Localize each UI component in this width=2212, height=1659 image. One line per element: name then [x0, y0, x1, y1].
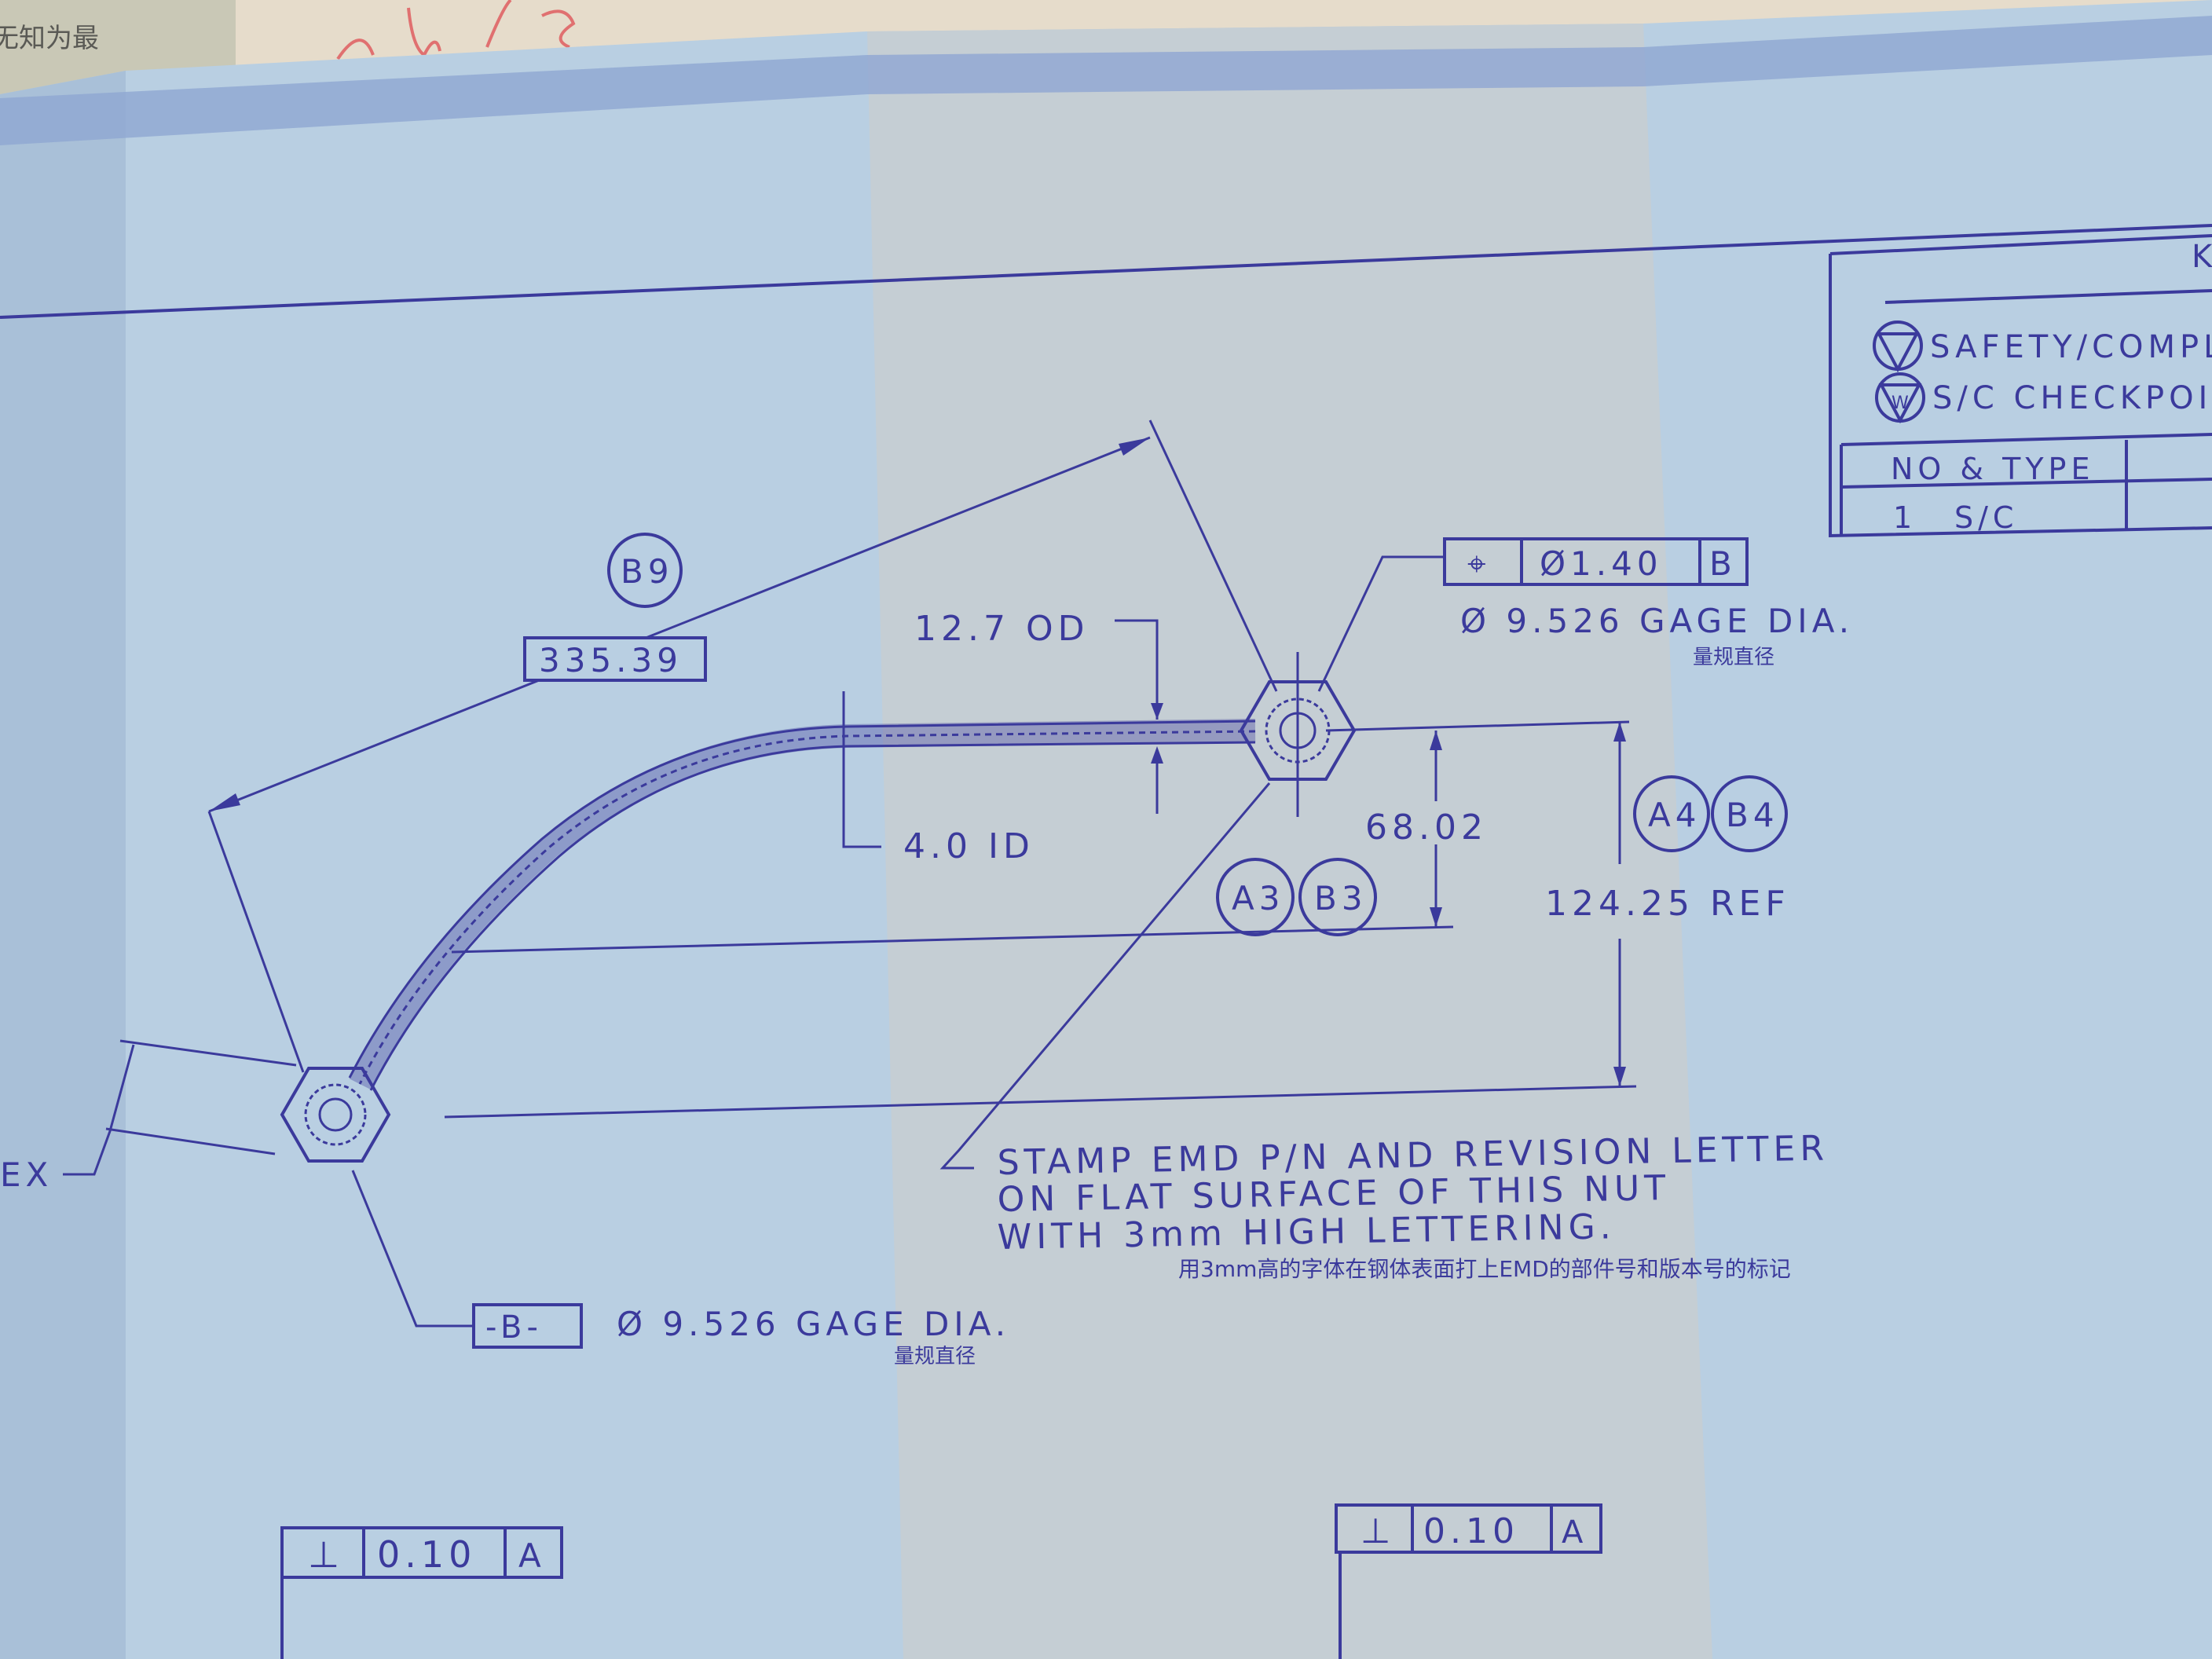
balloon-a3: A3: [1216, 858, 1295, 936]
svg-text:B4: B4: [1726, 796, 1779, 834]
gage-dia-top-cn: 量规直径: [1693, 646, 1774, 669]
border-band: [0, 16, 2212, 145]
hex-label-partial: EX: [0, 1155, 53, 1194]
balloon-a4: A4: [1633, 775, 1710, 852]
stamp-leader: [939, 782, 1271, 1170]
balloon-b3: B3: [1298, 858, 1377, 936]
svg-text:A4: A4: [1648, 796, 1701, 834]
sc-checkpoint-symbol-icon: W: [1875, 372, 1925, 424]
id-leader: [842, 691, 881, 848]
svg-text:0.10: 0.10: [377, 1533, 476, 1576]
perpendicularity-symbol-icon: ⊥: [308, 1533, 344, 1576]
position-leader: [1317, 555, 1445, 692]
border-line: [0, 224, 2212, 319]
svg-text:A: A: [1562, 1514, 1588, 1551]
position-datum: B: [1709, 544, 1737, 583]
left-fold-panel: [0, 71, 126, 1659]
gage-dia-top: Ø 9.526 GAGE DIA.: [1460, 602, 1854, 640]
legend-safety-compliance: SAFETY/COMPLIA: [1930, 329, 2212, 365]
height-dimension: 124.25 REF: [1545, 884, 1790, 924]
svg-text:B9: B9: [621, 552, 674, 591]
left-nut-hexagon: [280, 1067, 391, 1163]
gage-dia-bottom-cn: 量规直径: [894, 1345, 976, 1368]
length-value: 335.39: [539, 641, 683, 679]
od-dimension: 12.7 OD: [914, 609, 1089, 649]
svg-text:B3: B3: [1314, 879, 1368, 917]
svg-text:A3: A3: [1232, 879, 1284, 917]
id-dimension: 4.0 ID: [903, 826, 1035, 866]
tube: [348, 719, 1256, 1091]
length-dimension: 335.39: [207, 419, 1278, 1073]
datum-b-label: -B-: [485, 1309, 543, 1346]
legend-sc-checkpoint: S/C CHECKPOINT: [1932, 380, 2212, 416]
offset-dimension: 68.02: [1365, 808, 1488, 848]
safety-compliance-symbol-icon: [1873, 320, 1923, 373]
svg-text:A: A: [518, 1536, 546, 1575]
position-tolerance-frame: ⌖ Ø1.40 B: [1443, 537, 1749, 586]
table-header-no-type: NO & TYPE: [1891, 452, 2094, 486]
od-leader: [1115, 619, 1159, 720]
right-nut-hexagon: [1239, 652, 1357, 817]
perpendicularity-frame-left: ⊥ 0.10 A: [280, 1526, 563, 1659]
gage-dia-bottom: Ø 9.526 GAGE DIA.: [617, 1305, 1010, 1343]
perpendicularity-frame-right: ⊥ 0.10 A: [1335, 1503, 1602, 1659]
balloon-b9: B9: [607, 533, 683, 608]
stamp-note-cn: 用3mm高的字体在钢体表面打上EMD的部件号和版本号的标记: [1178, 1256, 1791, 1282]
table-row-no: 1: [1893, 500, 1917, 535]
title-block-corner-letter: K: [2192, 239, 2212, 275]
center-fold-panel: [867, 24, 1712, 1659]
svg-text:W: W: [1892, 394, 1914, 413]
balloon-b4: B4: [1711, 775, 1788, 852]
table-row-type: S/C: [1954, 500, 2018, 535]
position-symbol-icon: ⌖: [1467, 544, 1491, 583]
background-note: 无知为最: [0, 23, 99, 54]
datum-b-leader: [351, 1170, 474, 1328]
perpendicularity-symbol-icon: ⊥: [1361, 1511, 1395, 1551]
svg-text:0.10: 0.10: [1423, 1511, 1519, 1551]
datum-b-frame: [472, 1303, 583, 1349]
title-block: K SAFETY/COMPLIA W S/C CHECKPOINT NO & T…: [1829, 234, 2212, 538]
position-value: Ø1.40: [1540, 544, 1663, 583]
